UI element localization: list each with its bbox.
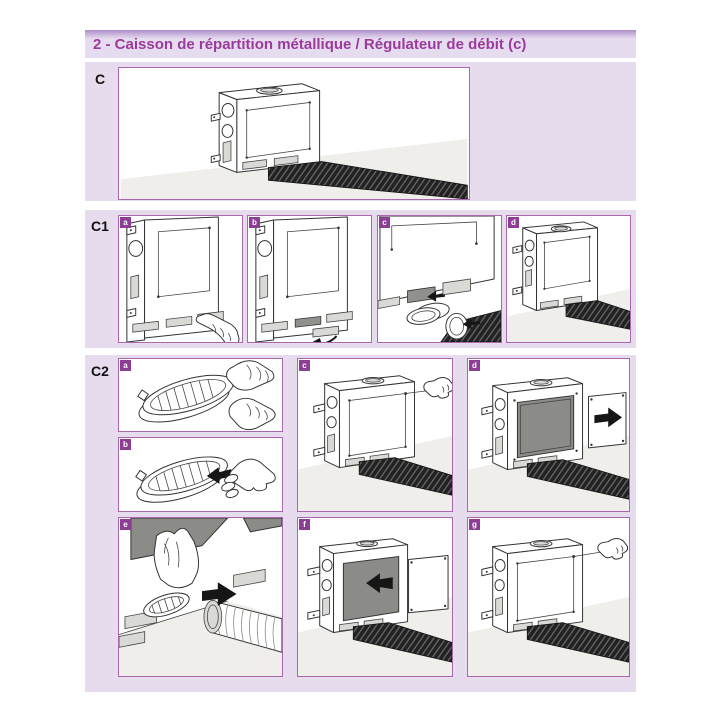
ribbed-duct: [203, 600, 282, 653]
gloved-hand: [153, 527, 200, 589]
distribution-box: [313, 375, 415, 469]
unscrew-panel-illustration: [298, 375, 452, 511]
removed-knockout-plate: [312, 325, 339, 338]
title-band: 2 - Caisson de répartition métallique / …: [85, 30, 636, 58]
step-panel-c2-b: b: [118, 437, 283, 512]
knockout-removed-illustration: [255, 216, 353, 342]
flat-oval-duct: [565, 300, 630, 330]
flow-regulator-cartridge: [137, 374, 234, 423]
distribution-box: [481, 538, 584, 634]
insert-regulator-illustration: [119, 518, 282, 676]
side-collar: [128, 240, 144, 257]
flow-regulator-cartridge: [135, 456, 228, 503]
step-letter-badge: c: [299, 360, 310, 371]
side-collar: [221, 124, 234, 138]
insert-arrow-right: [201, 582, 237, 606]
step-letter-badge: c: [379, 217, 390, 228]
side-collar: [221, 102, 235, 118]
flat-oval-duct: [526, 459, 629, 500]
step-panel-c1-c: c: [377, 215, 502, 343]
step-panel-c2-f: f: [297, 517, 453, 677]
flat-oval-duct: [352, 622, 452, 663]
step-panel-c2-g: g: [467, 517, 630, 677]
hand-gripping: [221, 458, 276, 499]
section-c2-label: C2: [91, 363, 109, 379]
step-panel-c2-d: d: [467, 358, 630, 512]
access-panel: [408, 555, 449, 614]
regulator-tab: [137, 389, 149, 402]
hand-pulling: [597, 537, 629, 560]
panel-refit-illustration: [298, 538, 452, 676]
insert-arrow: [206, 467, 232, 484]
illustration-panel-c: [118, 67, 470, 200]
refit-arrow-left: [366, 573, 393, 594]
screw: [572, 555, 576, 558]
box-with-duct-illustration: [507, 221, 630, 342]
mounting-bracket: [210, 154, 221, 164]
section-c1-label: C1: [91, 218, 109, 234]
flat-oval-duct: [267, 161, 468, 199]
section-c: C: [85, 62, 636, 201]
step-panel-c1-a: a: [118, 215, 243, 343]
front-access-panel-outline: [157, 227, 210, 298]
section-c2: C2 a b: [85, 355, 636, 692]
removed-access-panel: [587, 392, 627, 449]
removal-arrow: [325, 335, 338, 342]
step-letter-badge: b: [249, 217, 260, 228]
distribution-box: [481, 377, 584, 471]
hand-pulling: [423, 377, 452, 399]
insert-arrow: [462, 318, 481, 330]
section-c1: C1 a b: [85, 210, 636, 348]
step-letter-badge: a: [120, 217, 131, 228]
flow-regulator-illustration: [137, 360, 276, 431]
mounting-bracket: [210, 112, 221, 122]
bottom-knockout: [242, 159, 267, 170]
screw: [404, 392, 408, 396]
insert-arrow: [427, 290, 445, 302]
knockout-pointing-illustration: [126, 216, 240, 342]
step-letter-badge: f: [299, 519, 310, 530]
flat-oval-duct: [358, 457, 452, 496]
step-letter-badge: a: [120, 360, 131, 371]
section-c-label: C: [95, 71, 106, 87]
regulator-insert-illustration: [135, 456, 276, 503]
step-letter-badge: b: [120, 439, 131, 450]
step-panel-c2-a: a: [118, 358, 283, 432]
panel-removed-illustration: [468, 377, 629, 511]
open-access-opening: [342, 555, 400, 622]
open-knockout-hole: [294, 315, 322, 328]
bottom-knockout: [273, 155, 299, 166]
oval-connection-sleeve: [406, 302, 450, 325]
box-overview-illustration: [120, 83, 468, 199]
sleeve-duct-connection-illustration: [378, 216, 501, 342]
step-letter-badge: d: [469, 360, 480, 371]
step-letter-badge: d: [508, 217, 519, 228]
page-title: 2 - Caisson de répartition métallique / …: [93, 36, 527, 53]
hand-pointing: [195, 313, 240, 342]
side-knockout: [222, 140, 232, 164]
step-panel-c1-b: b: [247, 215, 372, 343]
distribution-box: [210, 83, 321, 173]
bottom-knockout: [132, 320, 159, 333]
side-knockout: [130, 274, 140, 300]
distribution-box: [512, 221, 599, 311]
open-access-opening: [516, 394, 575, 459]
step-panel-c2-c: c: [297, 358, 453, 512]
screw-panel-back-illustration: [468, 537, 629, 676]
hands-holding: [226, 360, 276, 431]
step-letter-badge: e: [120, 519, 131, 530]
flat-oval-duct: [526, 622, 629, 663]
bottom-knockout: [165, 315, 193, 328]
flow-regulator-cartridge: [143, 592, 190, 618]
step-panel-c2-e: e: [118, 517, 283, 677]
distribution-box: [307, 538, 409, 634]
step-panel-c1-d: d: [506, 215, 631, 343]
step-letter-badge: g: [469, 519, 480, 530]
bottom-knockout: [233, 568, 266, 588]
duct-mouth: [203, 600, 223, 634]
